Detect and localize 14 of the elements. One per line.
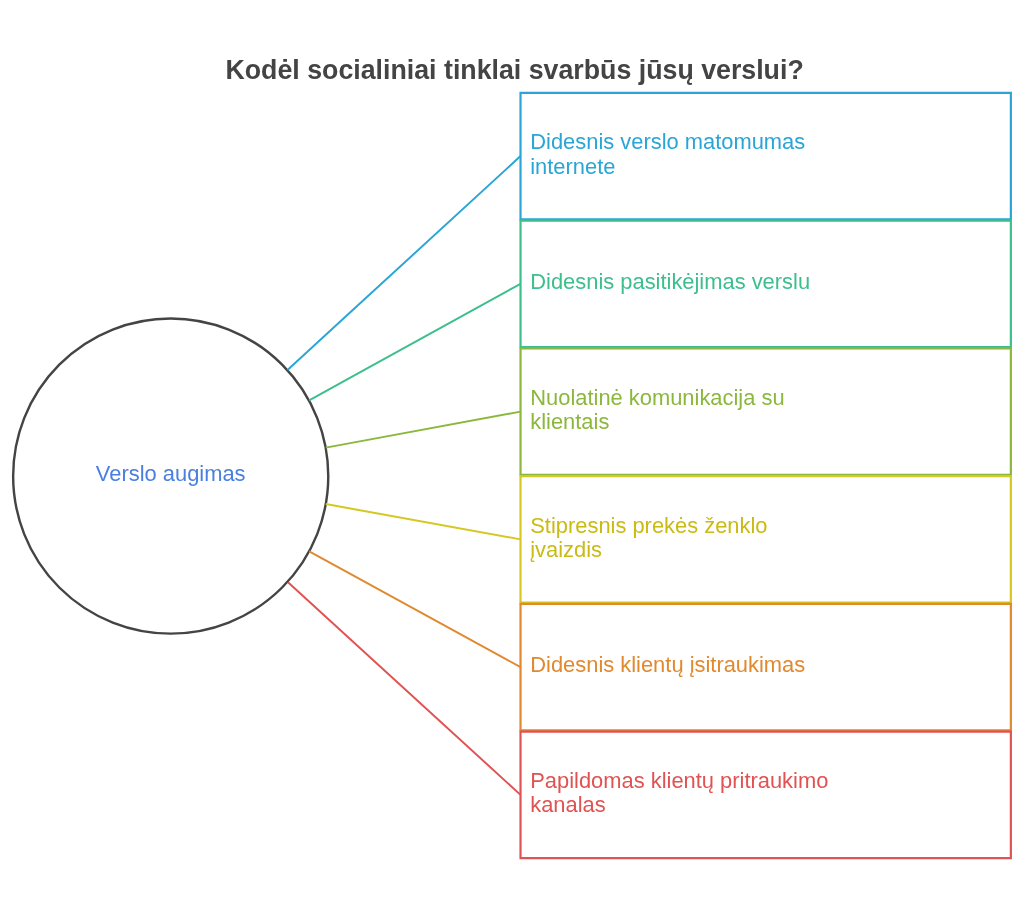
connector	[308, 550, 522, 669]
node-box: Didesnis pasitikėjimas verslu	[519, 219, 1012, 349]
connector	[324, 410, 522, 449]
connector	[287, 581, 522, 796]
connector	[308, 282, 522, 402]
node-box: Nuolatinė komunikacija su klientais	[519, 347, 1012, 476]
connector	[324, 503, 522, 541]
node-box: Stipresnis prekės ženklo įvaizdis	[519, 475, 1012, 604]
diagram-title: Kodėl socialiniai tinklai svarbūs jūsų verslui?	[225, 54, 804, 85]
node-box: Papildomas klientų pritraukimo kanalas	[519, 730, 1012, 860]
node-box: Didesnis verslo matomumas internete	[519, 91, 1012, 221]
node-circle: Verslo augimas	[11, 317, 330, 635]
node-box: Didesnis klientų įsitraukimas	[519, 602, 1012, 732]
connector	[286, 155, 522, 371]
